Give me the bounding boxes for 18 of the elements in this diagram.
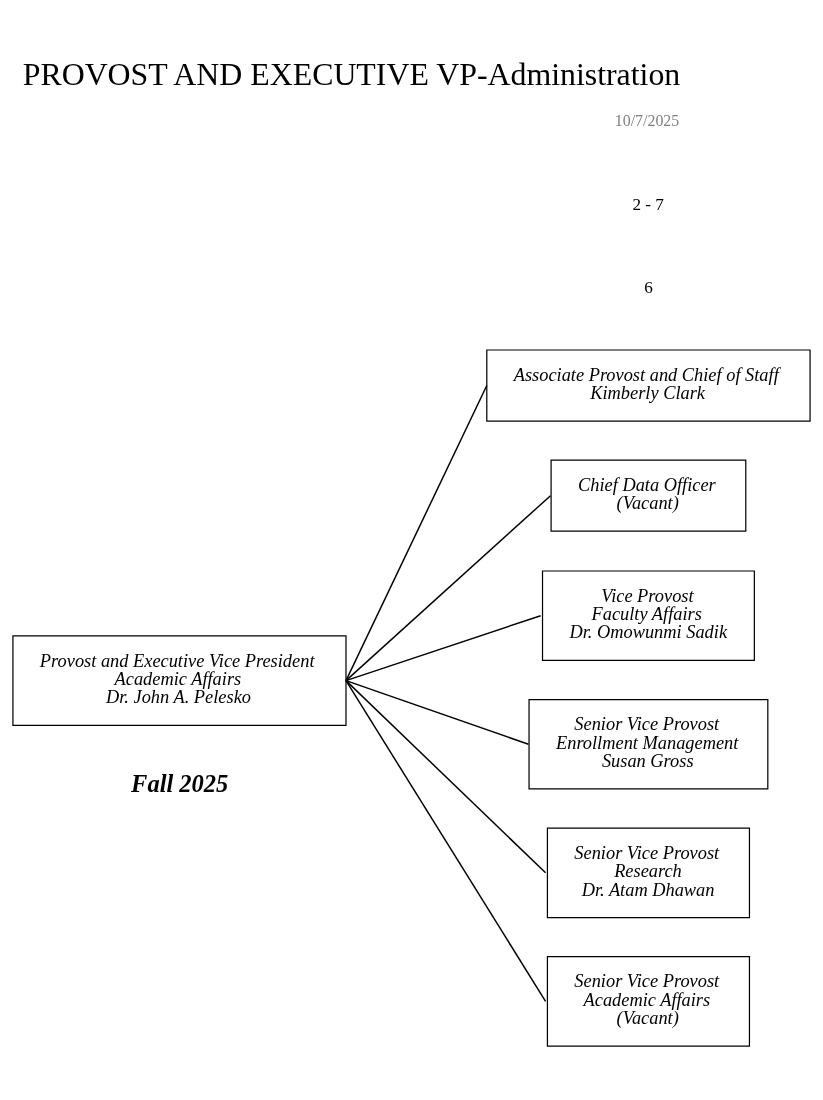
diagram-title: PROVOST AND EXECUTIVE VP-Administration: [22, 56, 681, 92]
node-box: Vice Provost Faculty Affairs Dr. Omowunmi Sadik: [541, 569, 755, 661]
connector: [345, 679, 547, 1002]
node-box: Associate Provost and Chief of Staff Kimberly Clark: [486, 348, 811, 422]
label: 10/7/2025: [614, 111, 680, 129]
connector: [345, 384, 488, 681]
node-box: Senior Vice Provost Enrollment Management Susan Gross: [528, 698, 769, 790]
connector: [345, 614, 542, 681]
node-box: Provost and Executive Vice President Academic Affairs Dr. John A. Pelesko: [12, 634, 347, 726]
node-box: Chief Data Officer (Vacant): [550, 459, 747, 532]
connector: [345, 494, 552, 681]
label: 2 - 7: [632, 194, 664, 214]
node-box: Senior Vice Provost Academic Affairs (Vacant): [546, 955, 751, 1047]
node-box: Senior Vice Provost Research Dr. Atam Dhawan: [546, 827, 751, 918]
connector: [345, 679, 547, 874]
connector: [345, 679, 530, 745]
label: Fall 2025: [131, 769, 229, 797]
label: 6: [644, 277, 653, 297]
